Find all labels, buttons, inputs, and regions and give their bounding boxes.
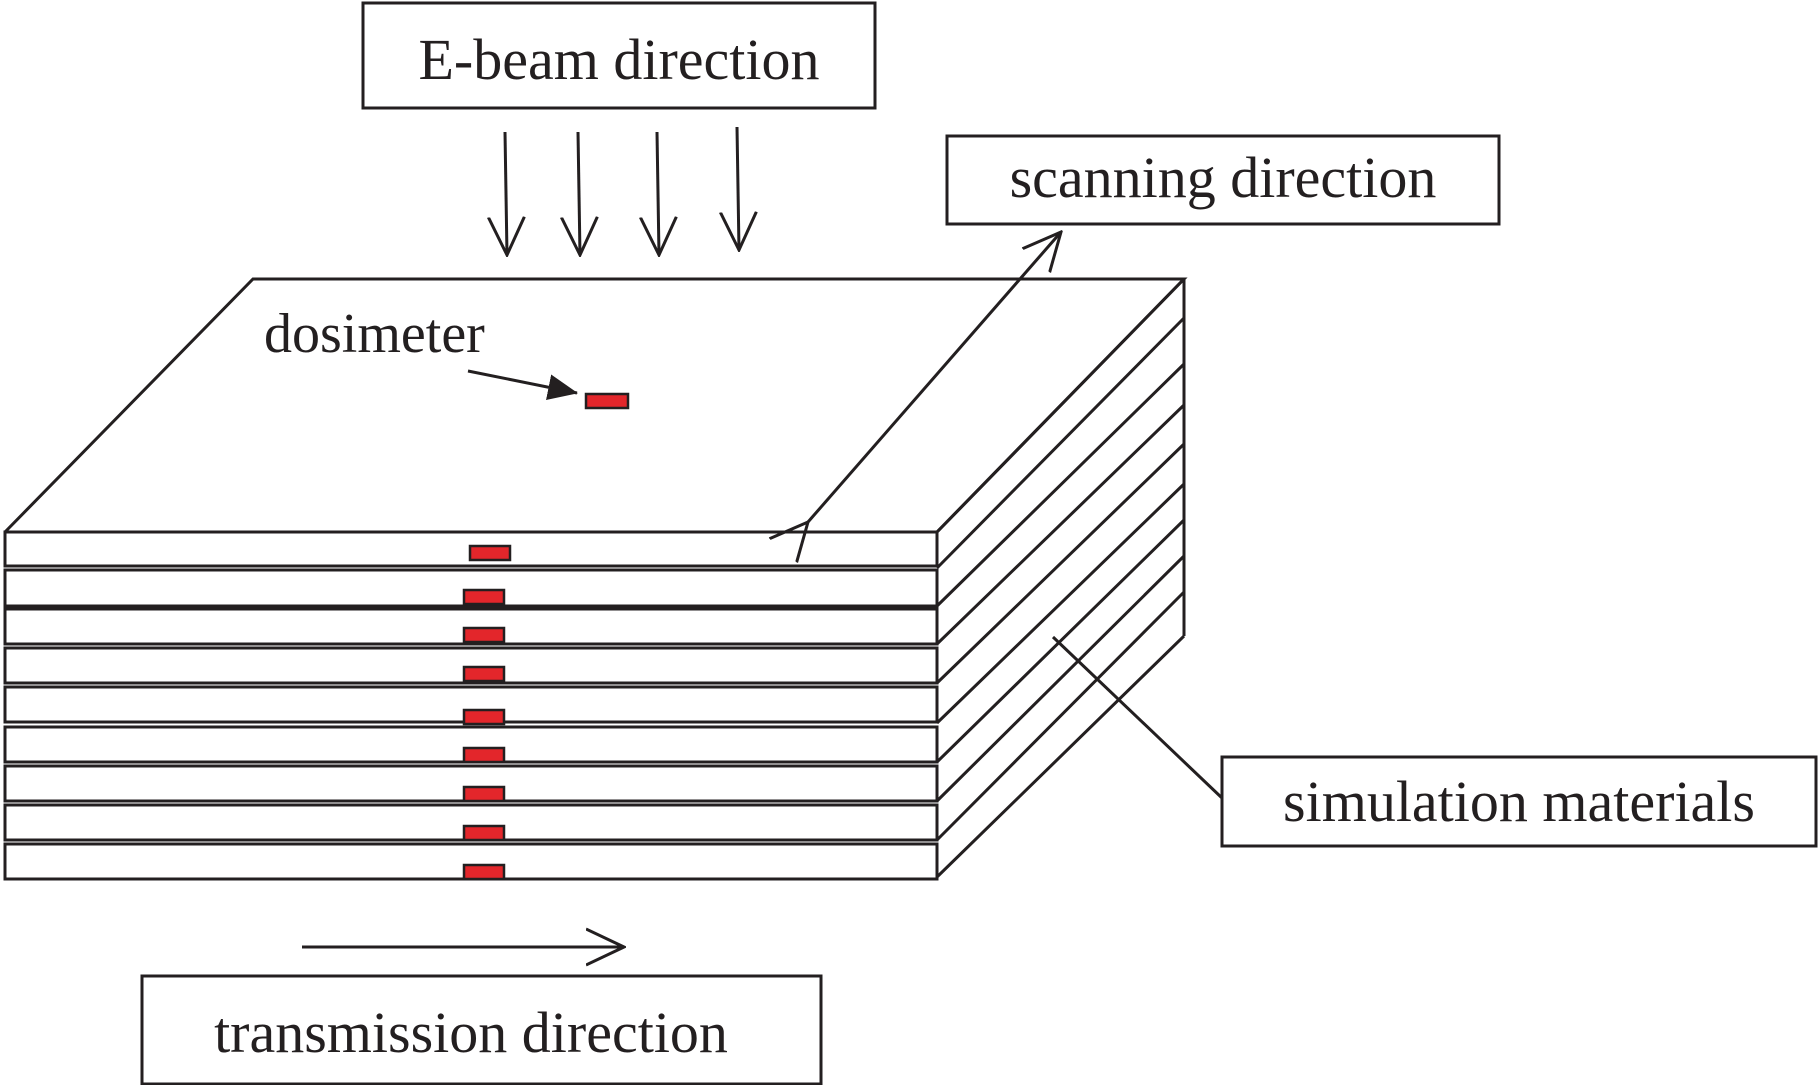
dosimeter-pointer-arrow [467, 369, 578, 401]
stack-dosimeters [462, 544, 512, 881]
material-layer [3, 607, 939, 646]
ebeam-arrow [657, 131, 659, 255]
ebeam-arrows [505, 126, 739, 255]
dosimeter-marker [462, 665, 506, 683]
transmission-callout: transmission direction [140, 947, 823, 1085]
ebeam-label: E-beam direction [419, 27, 820, 92]
dosimeter-marker [462, 785, 506, 803]
scanning-label-box: scanning direction [945, 134, 1501, 226]
ebeam-arrow [737, 126, 739, 250]
transmission-label: transmission direction [214, 1000, 728, 1065]
material-layer [3, 646, 939, 685]
dosimeter-marker [584, 392, 630, 410]
dosimeter-marker [462, 588, 506, 606]
simulation-callout: simulation materials [1051, 635, 1818, 848]
ebeam-label-box: E-beam direction [361, 1, 877, 110]
scanning-label: scanning direction [1010, 145, 1437, 210]
dosimeter-label: dosimeter [264, 303, 485, 365]
scanning-direction-arrow [808, 232, 1061, 522]
stack-side-face [935, 277, 1186, 879]
dosimeter-marker [462, 708, 506, 726]
material-layer [3, 568, 939, 608]
transmission-label-box [140, 974, 823, 1085]
dosimeter-marker [462, 626, 506, 644]
dosimeter-marker [462, 746, 506, 764]
simulation-label-box [1220, 755, 1818, 848]
simulation-leader-line [1051, 635, 1224, 800]
simulation-label: simulation materials [1283, 769, 1755, 834]
dosimeter-marker [468, 544, 512, 562]
ebeam-arrow [505, 131, 507, 255]
dosimeter-marker [462, 824, 506, 842]
dosimeter-marker [462, 863, 506, 881]
dosimeter-callout: dosimeter [264, 303, 630, 410]
ebeam-arrow [578, 131, 580, 255]
